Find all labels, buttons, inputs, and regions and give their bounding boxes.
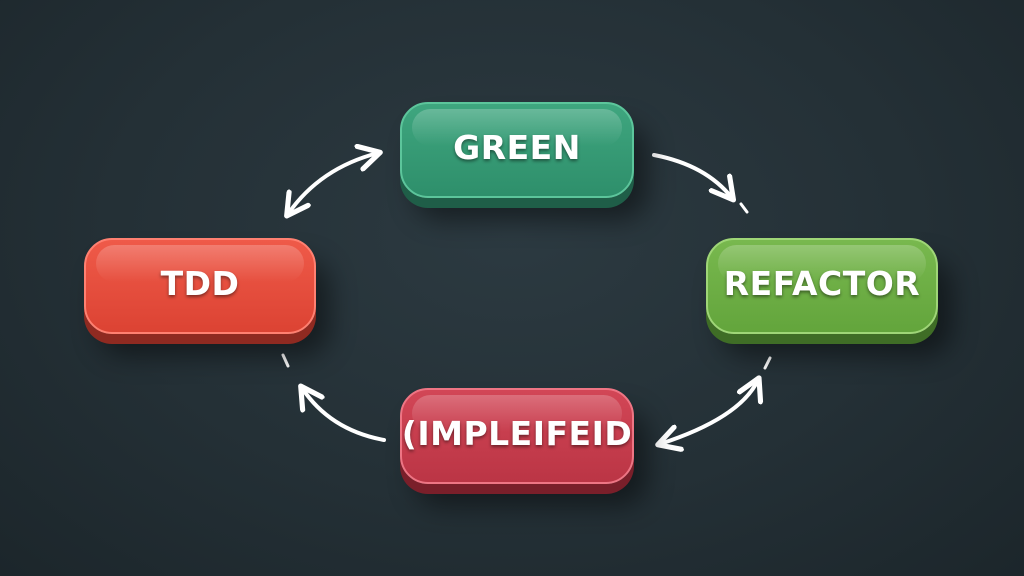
node-tdd: TDD [84, 238, 316, 334]
node-green: GREEN [400, 102, 634, 198]
arrow-tick-tdd-bottom [281, 353, 290, 368]
node-refactor-label: REFACTOR [723, 263, 921, 303]
arrow-tdd-green [288, 153, 378, 214]
arrow-green-refactor [652, 153, 732, 198]
arrow-tick-refactor-top [739, 202, 749, 214]
node-green-label: GREEN [453, 127, 581, 167]
node-implemented: (IMPLEIFEID [400, 388, 634, 484]
node-refactor: REFACTOR [706, 238, 938, 334]
node-tdd-label: TDD [160, 263, 240, 303]
arrow-implemented-tdd [302, 388, 386, 442]
arrow-refactor-implemented [660, 380, 758, 444]
arrow-tick-refactor-bottom [763, 356, 772, 370]
node-implemented-label: (IMPLEIFEID [401, 413, 633, 453]
